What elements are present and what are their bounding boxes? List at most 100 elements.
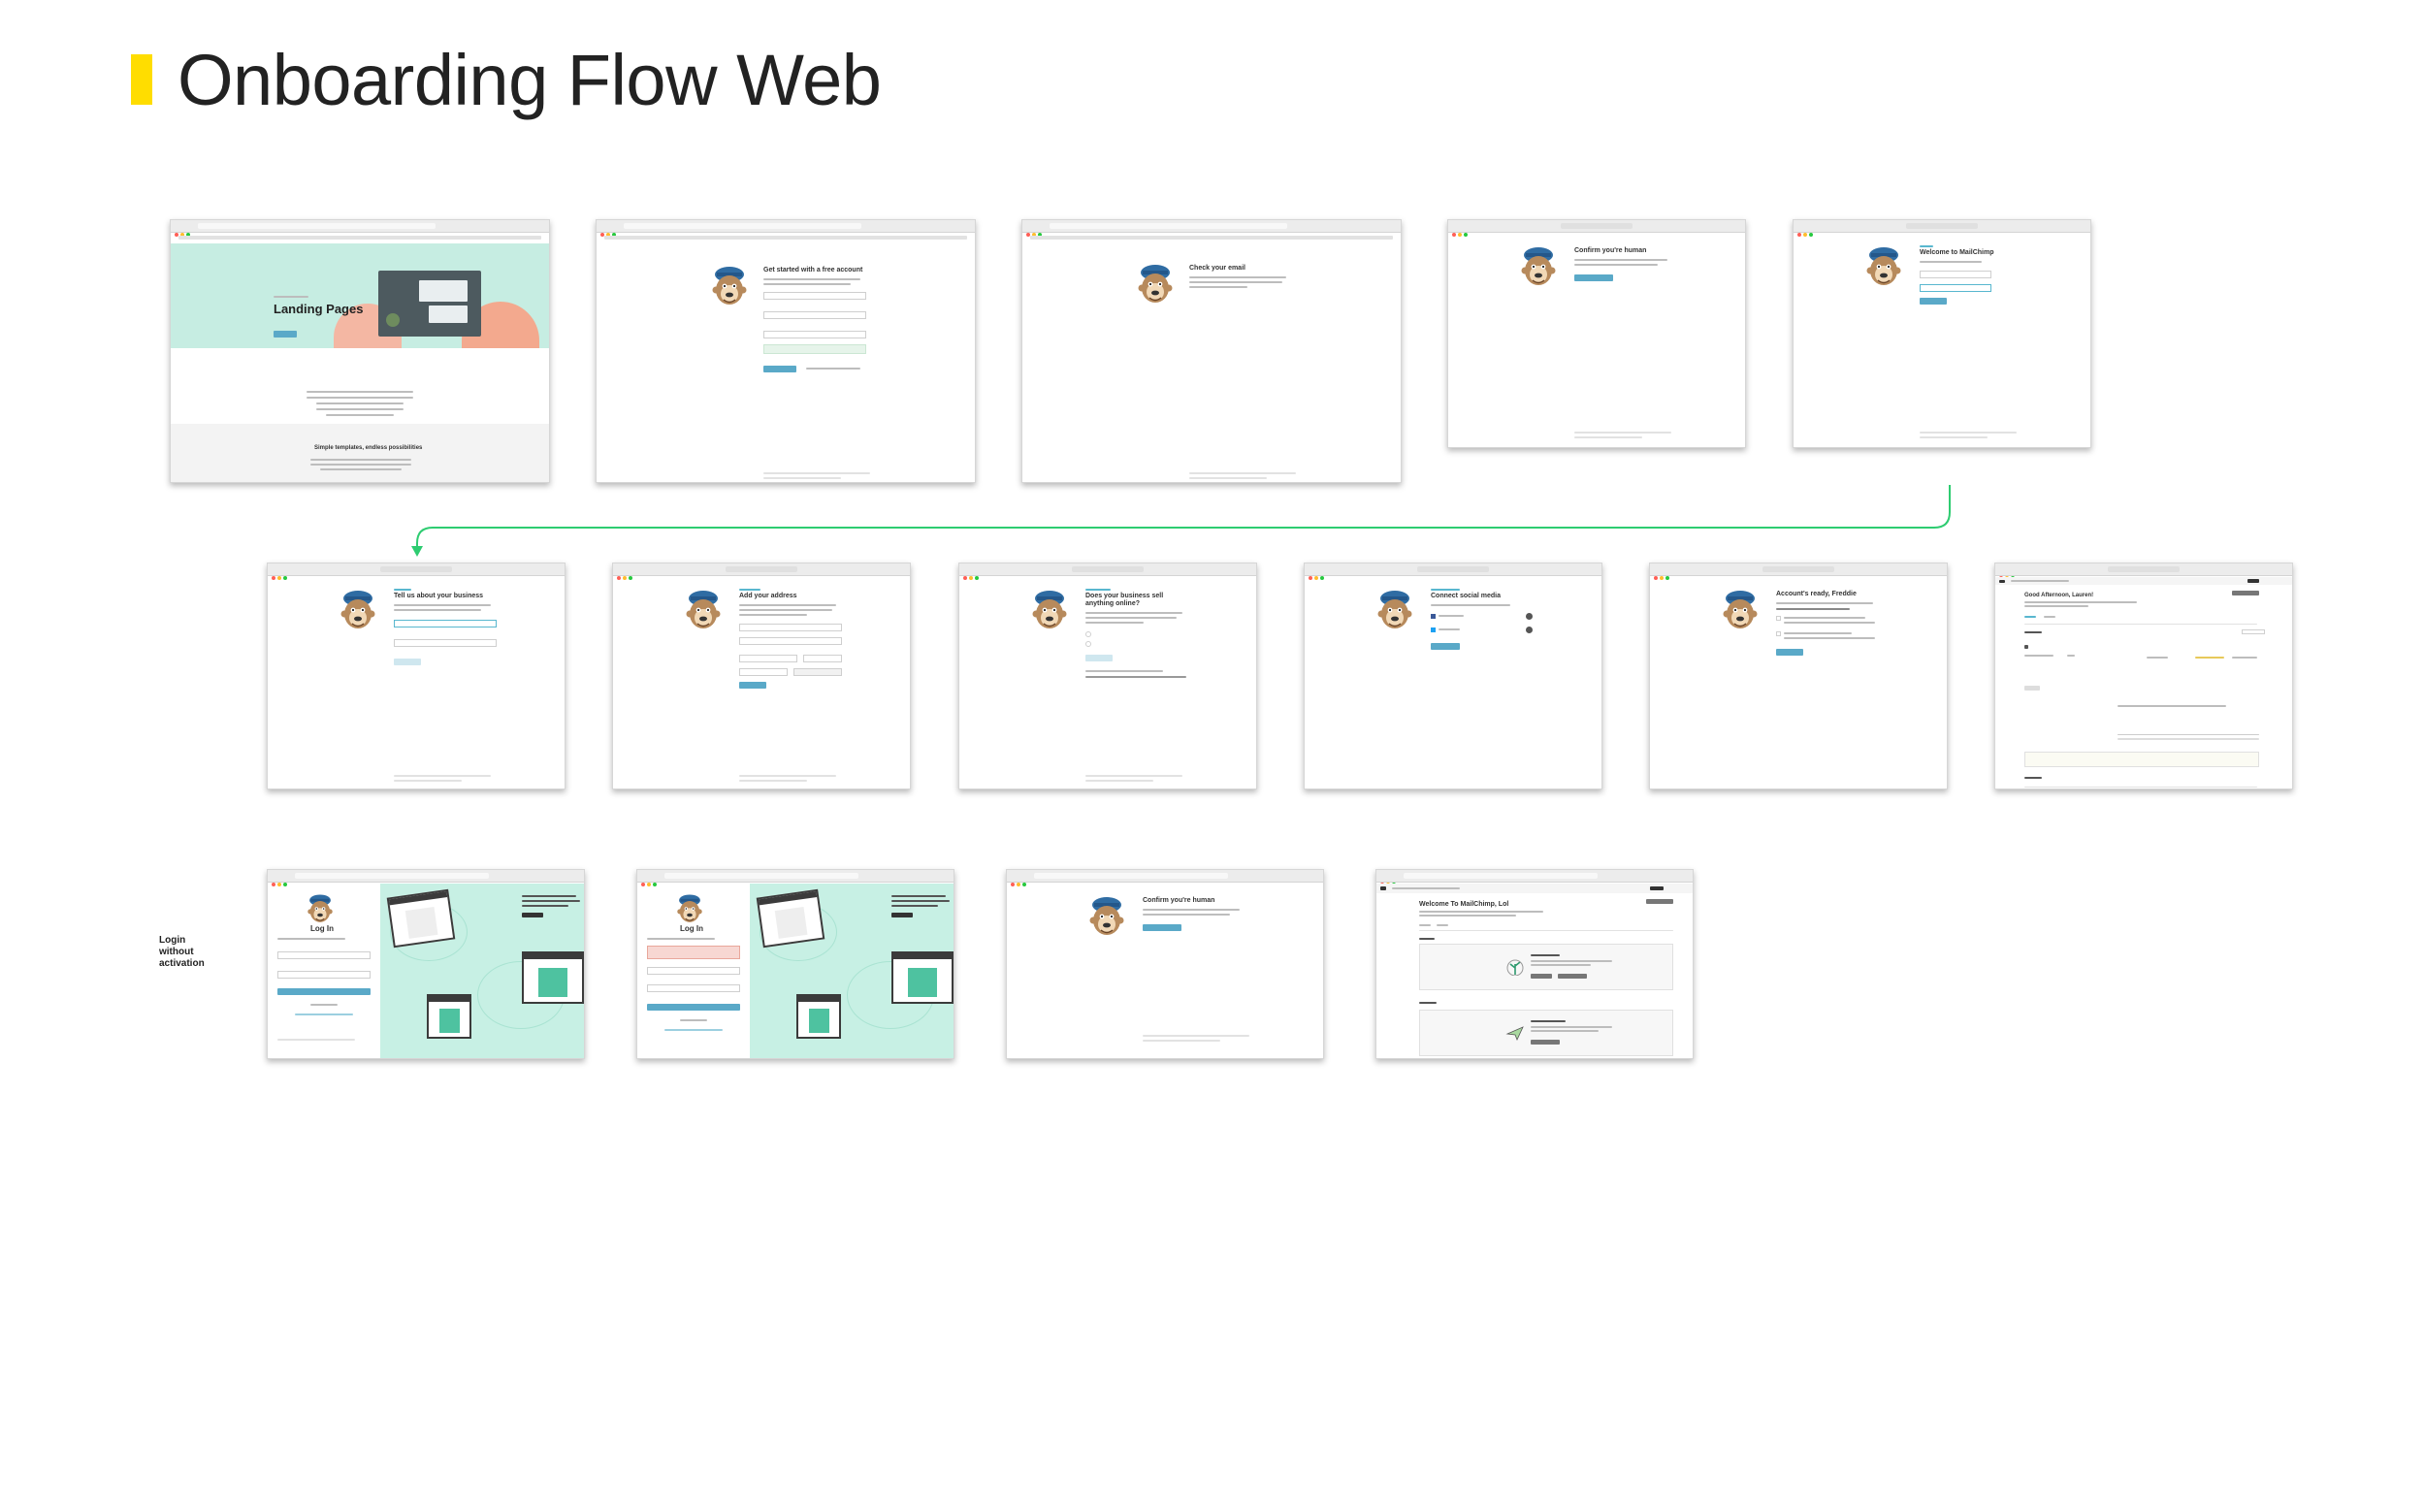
- no-radio[interactable]: [1085, 641, 1091, 647]
- welcome-dashboard-heading: Welcome To MailChimp, Lol: [1419, 901, 1509, 908]
- password-field[interactable]: [277, 971, 371, 979]
- freddie-avatar-icon: [1865, 245, 1902, 288]
- screen-tell-business[interactable]: Tell us about your business: [267, 563, 566, 789]
- landing-get-started-button[interactable]: [274, 331, 297, 338]
- screen-check-email[interactable]: Check your email: [1021, 219, 1402, 483]
- freddie-avatar-icon: [1137, 263, 1174, 306]
- screen-signup[interactable]: Get started with a free account: [596, 219, 976, 483]
- freddie-avatar-icon: [1722, 589, 1759, 631]
- browser-chrome: [1305, 563, 1601, 580]
- login-error-message: [647, 946, 740, 959]
- business-name-field[interactable]: [394, 620, 497, 627]
- login-illustration-panel: [380, 884, 584, 1058]
- country-field[interactable]: [793, 668, 842, 676]
- city-field[interactable]: [739, 655, 797, 662]
- username-field[interactable]: [647, 967, 740, 975]
- freddie-avatar-icon: [1520, 245, 1557, 288]
- browser-chrome: [597, 220, 975, 237]
- screen-landing-page[interactable]: Landing Pages Simple templates, endless …: [170, 219, 550, 483]
- screen-login[interactable]: Log In: [267, 869, 585, 1059]
- first-name-field[interactable]: [1920, 271, 1991, 278]
- screen-welcome[interactable]: Welcome to MailChimp: [1793, 219, 2091, 448]
- screen-sell-online[interactable]: Does your business sell anything online?: [958, 563, 1257, 789]
- browser-chrome: [1448, 220, 1745, 237]
- freddie-avatar-icon: [340, 589, 376, 631]
- add-twitter-icon[interactable]: [1526, 627, 1533, 633]
- illustration-cta-button[interactable]: [891, 913, 913, 917]
- address-line-2-field[interactable]: [739, 637, 842, 645]
- confirm-button[interactable]: [1574, 274, 1613, 281]
- browser-chrome: [959, 563, 1256, 580]
- landing-heading: Landing Pages: [274, 302, 364, 316]
- social-heading: Connect social media: [1431, 593, 1501, 599]
- plant-icon: [1506, 959, 1524, 976]
- freddie-avatar-icon: [1088, 895, 1125, 938]
- freddie-avatar-icon: [711, 265, 748, 307]
- email-field[interactable]: [763, 292, 866, 300]
- browser-chrome: [1794, 220, 2090, 237]
- screen-dashboard[interactable]: Good Afternoon, Lauren!: [1994, 563, 2293, 789]
- add-contacts-button[interactable]: [1531, 974, 1552, 979]
- view-button[interactable]: [2024, 686, 2040, 691]
- browser-chrome: [1022, 220, 1401, 237]
- screen-confirm-human-2[interactable]: Confirm you're human: [1006, 869, 1324, 1059]
- username-field[interactable]: [763, 311, 866, 319]
- illustration-cta-button[interactable]: [522, 913, 543, 917]
- freddie-avatar-icon: [307, 893, 334, 924]
- continue-button[interactable]: [739, 682, 766, 689]
- paper-plane-icon: [1505, 1026, 1524, 1042]
- freddie-avatar-icon: [1031, 589, 1068, 631]
- yes-radio[interactable]: [1085, 631, 1091, 637]
- confirm-button[interactable]: [1143, 924, 1181, 931]
- landing-body-heading: Simple templates, endless possibilities: [314, 445, 423, 451]
- tell-business-heading: Tell us about your business: [394, 593, 484, 599]
- facebook-icon[interactable]: [1431, 614, 1436, 619]
- check-email-heading: Check your email: [1189, 265, 1245, 272]
- dashboard-greeting: Good Afternoon, Lauren!: [2024, 593, 2094, 598]
- zip-field[interactable]: [739, 668, 788, 676]
- page-title: Onboarding Flow Web: [178, 40, 882, 120]
- lets-go-button[interactable]: [1776, 649, 1803, 656]
- option-checkbox-1[interactable]: [1776, 616, 1781, 621]
- audience-card: [1419, 944, 1673, 990]
- browser-chrome: [637, 870, 954, 886]
- continue-button[interactable]: [1085, 655, 1113, 661]
- get-started-button[interactable]: [763, 366, 796, 372]
- password-field[interactable]: [763, 331, 866, 338]
- website-field[interactable]: [394, 639, 497, 647]
- add-facebook-icon[interactable]: [1526, 613, 1533, 620]
- screen-add-address[interactable]: Add your address: [612, 563, 911, 789]
- login-heading: Log In: [680, 924, 703, 933]
- browser-chrome: [1007, 870, 1323, 886]
- continue-button[interactable]: [1920, 298, 1947, 305]
- screen-account-ready[interactable]: Account's ready, Freddie: [1649, 563, 1948, 789]
- address-line-1-field[interactable]: [739, 624, 842, 631]
- screen-confirm-human[interactable]: Confirm you're human: [1447, 219, 1746, 448]
- state-field[interactable]: [803, 655, 842, 662]
- import-contacts-button[interactable]: [1558, 974, 1587, 979]
- confirm-human-heading: Confirm you're human: [1574, 247, 1647, 254]
- password-field[interactable]: [647, 984, 740, 992]
- username-field[interactable]: [277, 951, 371, 959]
- title-accent-bar: [131, 54, 152, 105]
- last-name-field[interactable]: [1920, 284, 1991, 292]
- login-button[interactable]: [647, 1004, 740, 1011]
- sell-online-heading: Does your business sell anything online?: [1085, 593, 1164, 607]
- screen-welcome-dashboard[interactable]: Welcome To MailChimp, Lol: [1375, 869, 1694, 1059]
- screen-login-error[interactable]: Log In: [636, 869, 954, 1059]
- browser-chrome: [1995, 563, 2292, 580]
- login-button[interactable]: [277, 988, 371, 995]
- screen-social-media[interactable]: Connect social media: [1304, 563, 1602, 789]
- browser-chrome: [1650, 563, 1947, 580]
- login-without-activation-label: Login without activation: [159, 935, 205, 969]
- continue-button[interactable]: [394, 659, 421, 665]
- freddie-avatar-icon: [685, 589, 722, 631]
- add-address-heading: Add your address: [739, 593, 797, 599]
- option-checkbox-2[interactable]: [1776, 631, 1781, 636]
- browser-chrome: [171, 220, 549, 237]
- twitter-icon[interactable]: [1431, 627, 1436, 632]
- continue-button[interactable]: [1431, 643, 1460, 650]
- create-campaign-button[interactable]: [1646, 899, 1673, 904]
- create-campaign-button[interactable]: [2232, 591, 2259, 595]
- create-campaign-card-button[interactable]: [1531, 1040, 1560, 1045]
